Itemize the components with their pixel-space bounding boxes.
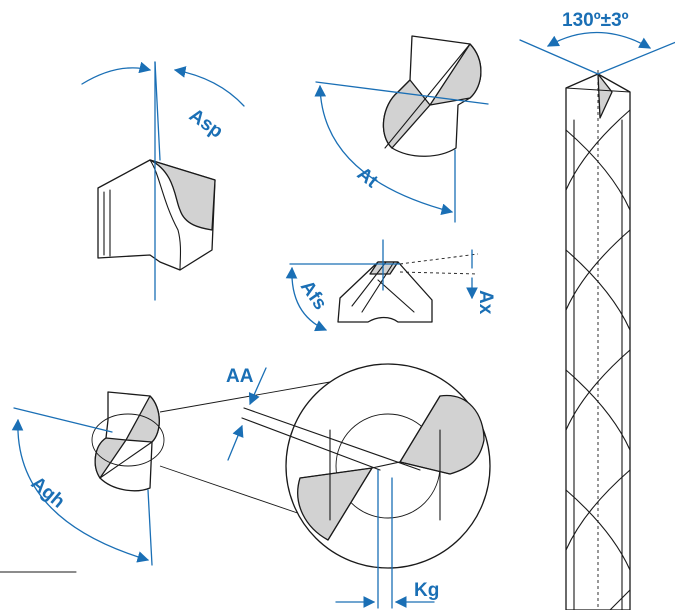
point-face-shade — [369, 261, 399, 275]
magnified-chisel-edge — [299, 461, 451, 479]
point-angle-line-left — [519, 39, 599, 75]
drill-flute-edges — [103, 189, 111, 257]
zoom-line-bottom — [159, 465, 319, 521]
agh-reference-line — [13, 407, 113, 433]
drill-tip-shade — [597, 73, 613, 119]
point-angle-line-right — [597, 41, 675, 75]
aa-arrow-bottom — [227, 424, 244, 461]
point-angle-arc — [546, 31, 652, 49]
zoom-line-top — [159, 381, 331, 413]
at-label: At — [353, 163, 382, 192]
asp-arc-left — [81, 61, 152, 85]
drill-flute-helix-a — [565, 129, 631, 571]
point-cutting-lines — [351, 261, 415, 313]
ax-label: Ax — [475, 290, 496, 315]
asp-label: Asp — [185, 105, 226, 143]
kg-extension-lines — [377, 469, 393, 609]
afs-ax-figure: Afs Ax — [285, 239, 496, 332]
aa-reference-line-1 — [243, 407, 421, 471]
kg-label: Kg — [414, 580, 439, 601]
twist-drill-full-view: 130º±3º — [519, 10, 675, 610]
aa-label: AA — [226, 366, 254, 387]
point-angle-label: 130º±3º — [562, 10, 629, 31]
relief-angle-at-figure: At — [314, 35, 489, 223]
point-angle-asp-figure: Asp — [81, 61, 245, 301]
shaded-flank-face — [149, 159, 216, 231]
lip-edge — [149, 159, 182, 271]
magnified-view: AA Kg — [159, 363, 491, 609]
asp-arc-right — [173, 66, 245, 107]
lip-angle-line — [154, 61, 161, 161]
drill-margin-lines — [573, 119, 623, 610]
aa-arrow-top — [248, 367, 267, 406]
magnified-shade-upper — [399, 394, 485, 475]
at-arc — [314, 84, 454, 215]
agh-figure: Agh — [0, 391, 165, 573]
ax-dashed-lines — [399, 253, 479, 275]
magnified-lip-lines — [327, 395, 441, 541]
magnified-vertical-guides — [329, 429, 441, 521]
agh-label: Agh — [27, 473, 69, 513]
aa-reference-line-2 — [241, 417, 381, 471]
afs-arc — [285, 266, 328, 332]
agh-vertical-line — [147, 489, 153, 566]
agh-arc — [11, 418, 150, 563]
drill-flute-helix-b — [565, 109, 631, 610]
